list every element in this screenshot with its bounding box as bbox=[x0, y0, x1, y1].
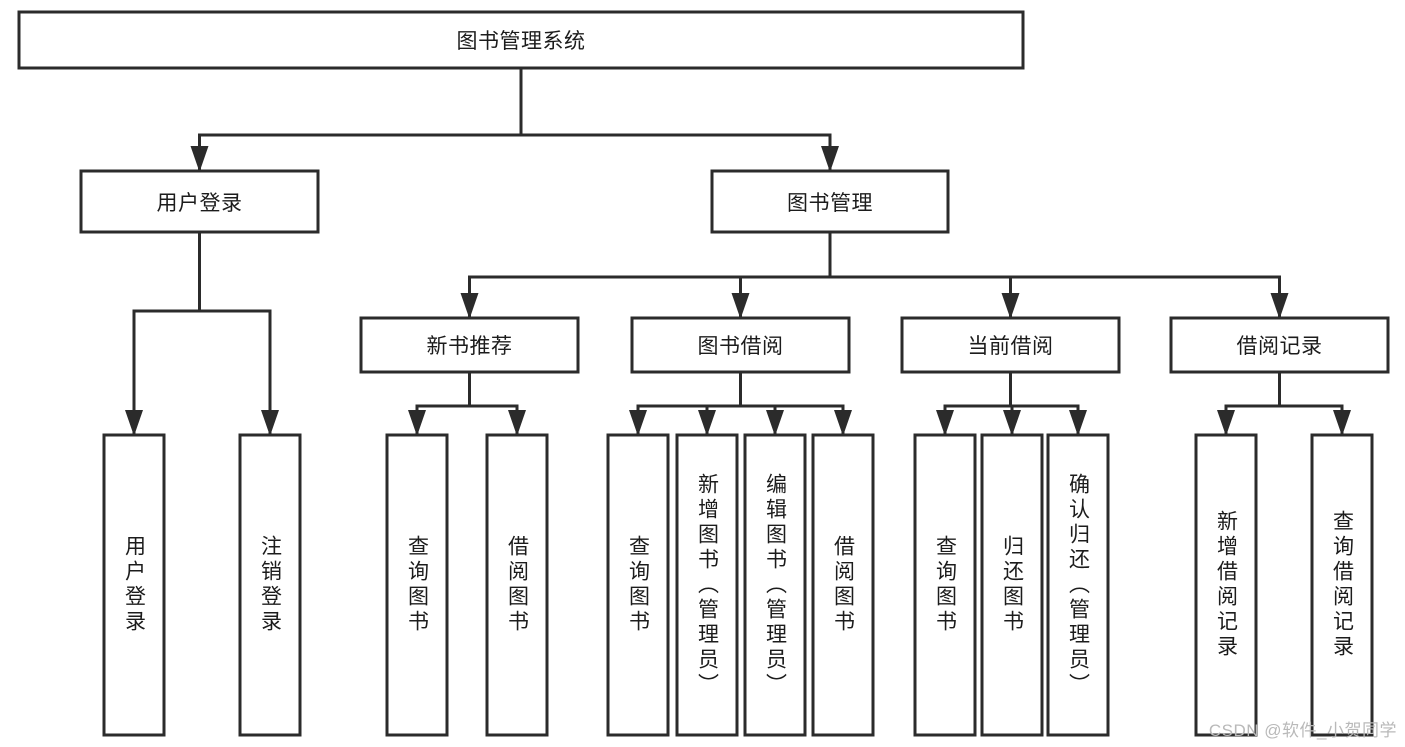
arrow-head-current-borrow-to-leaf-query-book-current bbox=[936, 410, 954, 436]
arrow-head-current-borrow-to-leaf-return-book bbox=[1003, 410, 1021, 436]
arrow-head-book-borrow-to-leaf-query-book-borrow bbox=[629, 410, 647, 436]
node-box-leaf-add-borrow-record[interactable] bbox=[1194, 433, 1258, 737]
arrow-head-root-to-user-login bbox=[190, 146, 209, 172]
arrow-head-user-login-to-leaf-user-login bbox=[125, 410, 143, 436]
node-box-leaf-query-book-recommend[interactable] bbox=[385, 433, 449, 737]
node-box-leaf-query-book-current[interactable] bbox=[913, 433, 977, 737]
node-box-leaf-user-login[interactable] bbox=[102, 433, 166, 737]
node-box-leaf-borrow-book[interactable] bbox=[811, 433, 875, 737]
boxes-layer bbox=[17, 10, 1390, 737]
arrow-head-book-borrow-to-leaf-borrow-book bbox=[834, 410, 852, 436]
node-box-new-book-recommend[interactable] bbox=[359, 316, 580, 374]
arrow-head-current-borrow-to-leaf-confirm-return-admin bbox=[1069, 410, 1087, 436]
arrow-head-user-login-to-leaf-logout bbox=[261, 410, 279, 436]
arrow-head-book-management-to-book-borrow bbox=[731, 293, 750, 319]
node-box-leaf-logout[interactable] bbox=[238, 433, 302, 737]
node-box-borrow-record[interactable] bbox=[1169, 316, 1390, 374]
arrow-head-new-book-recommend-to-leaf-borrow-book-recommend bbox=[508, 410, 526, 436]
connectors-layer bbox=[125, 66, 1351, 436]
node-box-leaf-query-book-borrow[interactable] bbox=[606, 433, 670, 737]
arrow-head-borrow-record-to-leaf-add-borrow-record bbox=[1217, 410, 1235, 436]
node-box-user-login[interactable] bbox=[79, 169, 320, 234]
arrow-head-book-borrow-to-leaf-edit-book-admin bbox=[766, 410, 784, 436]
node-box-leaf-query-borrow-record[interactable] bbox=[1310, 433, 1374, 737]
arrow-head-book-management-to-borrow-record bbox=[1270, 293, 1289, 319]
node-box-leaf-return-book[interactable] bbox=[980, 433, 1044, 737]
node-box-leaf-confirm-return-admin[interactable] bbox=[1046, 433, 1110, 737]
arrow-head-book-management-to-new-book-recommend bbox=[460, 293, 479, 319]
arrow-head-root-to-book-management bbox=[821, 146, 839, 172]
node-box-leaf-borrow-book-recommend[interactable] bbox=[485, 433, 549, 737]
node-box-leaf-add-book-admin[interactable] bbox=[675, 433, 739, 737]
arrow-head-book-management-to-current-borrow bbox=[1001, 293, 1020, 319]
arrow-head-book-borrow-to-leaf-add-book-admin bbox=[698, 410, 716, 436]
arrow-head-borrow-record-to-leaf-query-borrow-record bbox=[1333, 410, 1351, 436]
arrow-head-new-book-recommend-to-leaf-query-book-recommend bbox=[408, 410, 426, 436]
node-box-book-borrow[interactable] bbox=[630, 316, 851, 374]
node-box-book-management[interactable] bbox=[710, 169, 950, 234]
node-box-root[interactable] bbox=[17, 10, 1025, 70]
node-box-leaf-edit-book-admin[interactable] bbox=[743, 433, 807, 737]
node-box-current-borrow[interactable] bbox=[900, 316, 1121, 374]
